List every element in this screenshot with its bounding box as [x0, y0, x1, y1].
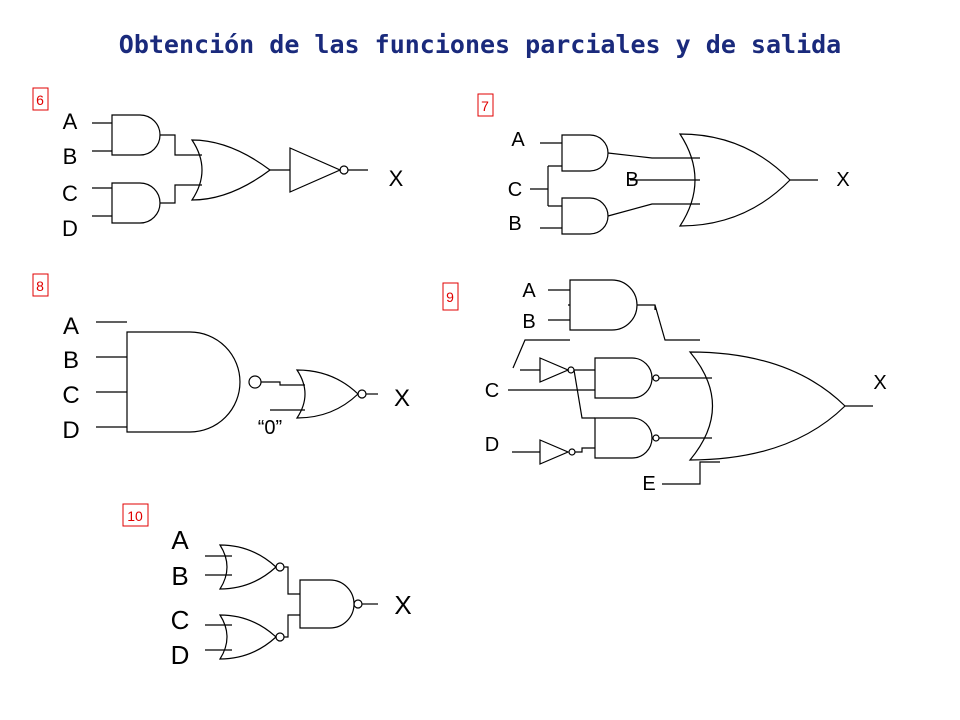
circuit-9-or-gate [688, 351, 846, 461]
circuit-9-input-e: E [642, 473, 655, 495]
circuit-10-input-wires [205, 555, 232, 651]
circuit-9-and-gate-2 [594, 357, 653, 399]
circuit-6-output-x: X [389, 166, 404, 191]
circuit-6-input-c: C [62, 181, 78, 206]
circuit-10-nor-to-nand-wires [284, 566, 300, 638]
circuit-7: 7 A C B B X [477, 93, 850, 235]
circuit-6: 6 A B C D X [32, 87, 404, 241]
circuit-10-nand-gate [299, 579, 355, 629]
circuit-8-input-b: B [63, 347, 79, 374]
circuit-8-input-c: C [62, 382, 79, 409]
circuit-7-and-gate-top [561, 134, 609, 172]
circuit-10-output-x: X [394, 590, 411, 620]
circuit-8-input-wires [96, 321, 127, 428]
circuit-10-input-d: D [171, 640, 190, 670]
circuit-8-nor-gate [295, 369, 359, 419]
circuit-9-not-d-out [575, 447, 595, 453]
circuit-9-not-gate-c [539, 357, 570, 383]
circuit-8-input-d: D [62, 417, 79, 444]
circuit-6-and-gate-bottom [111, 182, 161, 224]
circuit-9-input-c: C [485, 380, 499, 402]
circuit-6-and-gate-top [111, 114, 161, 156]
circuit-8-constant-zero: “0” [258, 417, 282, 439]
circuit-8-nor-bubble [357, 389, 367, 399]
circuit-10-nor-gate-top [218, 544, 277, 590]
circuit-8: 8 A B C D “0” X [32, 273, 410, 444]
circuit-9-input-a: A [522, 280, 536, 302]
circuit-6-number: 6 [36, 92, 44, 108]
circuit-9-feedback-wire [512, 339, 570, 369]
circuit-7-number: 7 [481, 98, 489, 114]
circuit-9: 9 A B C D E X [442, 279, 887, 495]
circuit-7-or-gate [678, 133, 791, 227]
circuit-8-output-x: X [394, 385, 410, 412]
circuit-9-input-d: D [485, 434, 499, 456]
circuit-6-input-d: D [62, 216, 78, 241]
circuit-10-nor-top-bubble [275, 562, 285, 572]
circuit-10-input-a: A [171, 525, 189, 555]
page-title: Obtención de las funciones parciales y d… [118, 30, 842, 59]
circuit-7-input-c: C [508, 179, 522, 201]
circuit-7-number-box [477, 93, 494, 117]
circuit-9-to-or-wires [659, 377, 720, 485]
circuit-9-not-d-bubble [568, 448, 576, 456]
circuit-10-input-c: C [171, 605, 190, 635]
circuit-7-and-to-or-wires [607, 152, 700, 217]
circuit-9-ab-wires [548, 289, 570, 321]
circuit-6-or-gate [190, 139, 272, 201]
circuit-9-and3-dot [652, 434, 660, 442]
circuit-8-nand-gate [126, 331, 241, 433]
circuit-8-number-box [32, 273, 49, 297]
circuit-8-input-a: A [63, 313, 79, 340]
circuit-10-number: 10 [127, 508, 143, 524]
circuit-6-input-b: B [63, 144, 78, 169]
circuit-9-output-x: X [873, 372, 886, 394]
circuit-9-and-gate-1 [569, 279, 638, 331]
circuit-8-nand-bubble [248, 375, 262, 389]
circuit-10-nor-bottom-bubble [275, 632, 285, 642]
circuit-8-nand-to-nor-wires [261, 381, 305, 411]
circuit-8-number: 8 [36, 278, 44, 294]
circuit-9-input-b: B [522, 311, 535, 333]
circuit-7-mid-label-b: B [625, 169, 638, 191]
circuit-6-and-to-or-wires [160, 134, 202, 204]
circuit-10-nand-bubble [353, 599, 363, 609]
circuit-10: 10 A B C D X [122, 503, 412, 670]
circuit-6-not-gate [289, 147, 342, 193]
circuit-10-nor-gate-bottom [218, 614, 277, 660]
circuit-9-and-gate-3 [594, 417, 653, 459]
circuit-7-input-wires [530, 142, 562, 229]
circuit-7-output-x: X [836, 169, 849, 191]
circuit-7-and-gate-bottom [561, 197, 609, 235]
circuit-9-number-box [442, 282, 459, 311]
circuit-7-input-a: A [511, 129, 525, 151]
circuit-6-input-a: A [63, 109, 78, 134]
circuit-6-input-wires [92, 122, 112, 217]
circuit-10-input-b: B [171, 561, 188, 591]
circuit-10-number-box [122, 503, 149, 527]
circuit-7-input-b: B [508, 213, 521, 235]
circuit-9-not-c-wires [520, 369, 595, 419]
circuit-6-number-box [32, 87, 49, 111]
circuit-9-and2-dot [652, 374, 660, 382]
circuit-9-not-gate-d [539, 439, 570, 465]
circuit-9-number: 9 [446, 289, 454, 305]
circuit-9-and1-output-wire [568, 304, 700, 341]
